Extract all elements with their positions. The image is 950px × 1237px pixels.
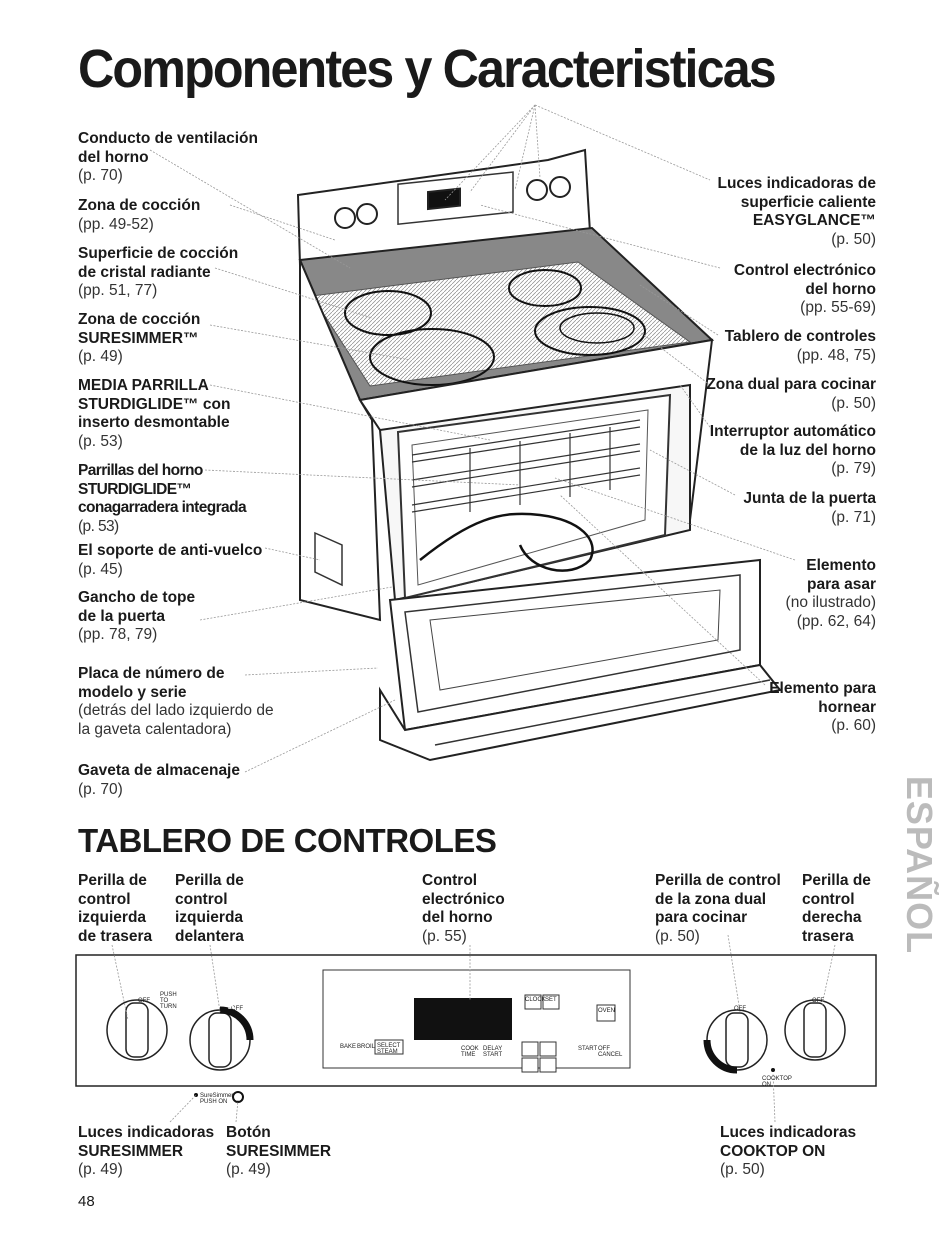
lo-label: LO <box>228 1005 237 1011</box>
callout-anti-tip: El soporte de anti-vuelco (p. 45) <box>78 542 263 578</box>
callout-model-plate: Placa de número de modelo y serie (detrá… <box>78 665 274 738</box>
suresimmer-push-on-label: SureSimmer PUSH ON <box>200 1093 234 1105</box>
callout-cooking-zone: Zona de cocción (pp. 49-52) <box>78 197 201 233</box>
label-cooktop-on-lights: Luces indicadoras COOKTOP ON (p. 50) <box>720 1124 857 1178</box>
oven-light-button[interactable]: OVEN <box>598 1008 616 1014</box>
control-leader-lines <box>111 934 836 1123</box>
callout-bake-element: Elemento para hornear (p. 60) <box>769 680 876 734</box>
off-label-4: OFF <box>812 998 824 1004</box>
range-body <box>299 259 782 762</box>
leader-lines-right <box>444 104 796 686</box>
broil-button[interactable]: BROIL <box>357 1044 376 1050</box>
off-cancel-button[interactable]: OFF CANCEL <box>598 1046 623 1058</box>
cook-time-button[interactable]: COOK TIME <box>461 1046 479 1058</box>
cooktop-on-label: COOKTOP ON <box>762 1076 792 1088</box>
callout-radiant-glass: Superficie de cocción de cristal radiant… <box>78 245 239 299</box>
off-label-3: OFF <box>734 1006 746 1012</box>
label-electronic-oven-control: Control electrónico del horno (p. 55) <box>422 872 505 945</box>
label-left-rear-knob: Perilla de control izquierda de trasera <box>78 872 153 945</box>
label-right-rear-knob: Perilla de control derecha trasera <box>802 872 871 945</box>
callout-electronic-control: Control electrónico del horno (pp. 55-69… <box>733 262 876 316</box>
page-title: Componentes y Caracteristicas <box>78 39 777 99</box>
language-side-tab: ESPAÑOL <box>899 775 940 955</box>
start-button[interactable]: START <box>578 1046 598 1052</box>
callout-control-panel: Tablero de controles (pp. 48, 75) <box>724 328 876 364</box>
callout-door-gasket: Junta de la puerta (p. 71) <box>743 490 876 526</box>
label-left-front-knob: Perilla de control izquierda delantera <box>175 872 244 945</box>
bake-button[interactable]: BAKE <box>340 1044 357 1050</box>
label-suresimmer-lights: Luces indicadoras SURESIMMER (p. 49) <box>78 1124 215 1178</box>
off-label-1: OFF <box>138 998 150 1004</box>
clock-button[interactable]: CLOCK <box>525 997 546 1003</box>
callout-hot-surface-lights: Luces indicadoras de superficie caliente… <box>717 175 877 248</box>
callout-half-rack: MEDIA PARRILLA STURDIGLIDE™ con inserto … <box>78 377 231 450</box>
set-button[interactable]: SET <box>545 997 557 1003</box>
leader-lines-left <box>149 149 521 773</box>
callout-broil-element: Elemento para asar (no ilustrado) (pp. 6… <box>785 557 876 630</box>
callout-storage-drawer: Gaveta de almacenaje (p. 70) <box>78 762 240 798</box>
callout-oven-racks: Parrillas del horno STURDIGLIDE™ conagar… <box>78 462 247 535</box>
callout-door-stop: Gancho de tope de la puerta (pp. 78, 79) <box>78 589 196 643</box>
off-label-2: OFF <box>231 1006 243 1012</box>
label-suresimmer-button: Botón SURESIMMER (p. 49) <box>226 1124 332 1178</box>
select-steam-button[interactable]: SELECT STEAM <box>377 1043 401 1055</box>
control-panel-diagram <box>75 954 877 1103</box>
delay-start-button[interactable]: DELAY START <box>483 1046 503 1058</box>
callout-dual-zone: Zona dual para cocinar (p. 50) <box>706 376 876 412</box>
callout-light-switch: Interruptor automático de la luz del hor… <box>709 423 876 477</box>
page-number: 48 <box>78 1193 95 1210</box>
push-to-turn-1: PUSH TO TURN <box>160 992 177 1010</box>
hi-label: HI <box>733 1074 739 1080</box>
label-dual-zone-knob: Perilla de control de la zona dual para … <box>655 872 781 945</box>
section-title: TABLERO DE CONTROLES <box>78 822 497 859</box>
callout-suresimmer-zone: Zona de cocción SURESIMMER™ (p. 49) <box>78 311 201 365</box>
callout-oven-vent: Conducto de ventilación del horno (p. 70… <box>78 130 258 184</box>
